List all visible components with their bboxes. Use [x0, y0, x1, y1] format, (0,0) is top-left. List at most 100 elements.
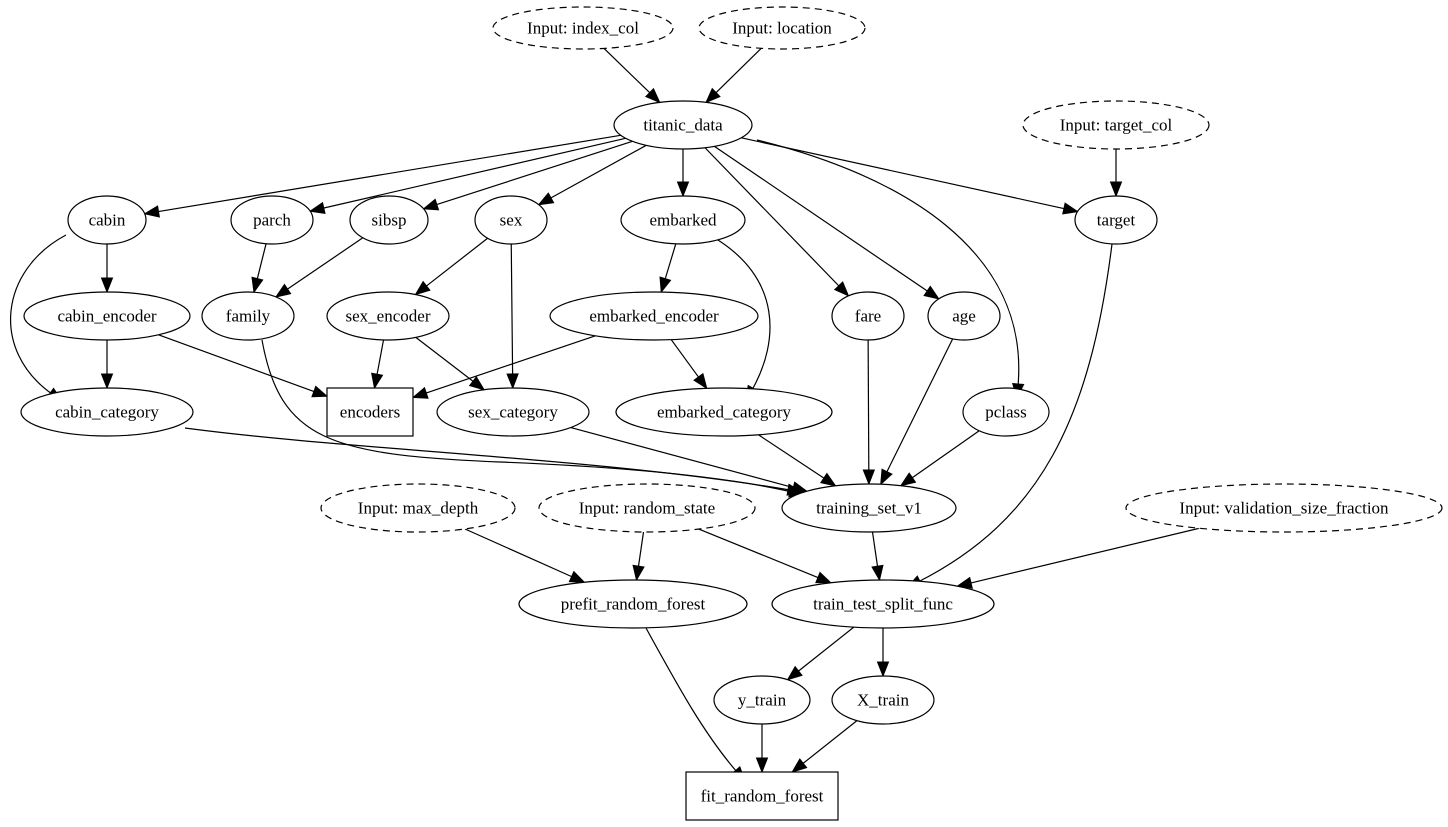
- node-label: pclass: [985, 403, 1027, 422]
- edge-line: [867, 339, 870, 472]
- edge-titanic_data-to-embarked: [676, 149, 690, 198]
- edge-embarked_category-to-training_set_v1: [758, 434, 837, 487]
- edge-line: [570, 427, 795, 489]
- node-ellipse: [518, 579, 748, 629]
- arrowhead-icon: [876, 661, 890, 678]
- edge-line: [464, 528, 573, 578]
- node-y-train[interactable]: y_train: [713, 675, 811, 725]
- node-input-random-state[interactable]: Input: random_state: [538, 483, 756, 533]
- node-label: Input: index_col: [527, 19, 639, 38]
- edge-line: [698, 528, 820, 579]
- arrowhead-icon: [1109, 181, 1123, 198]
- edge-line: [717, 239, 771, 391]
- node-pclass[interactable]: pclass: [962, 387, 1050, 437]
- node-ellipse: [230, 195, 314, 245]
- node-target[interactable]: target: [1074, 195, 1158, 245]
- edge-line: [758, 434, 826, 480]
- node-label: train_test_split_func: [813, 595, 953, 614]
- nodes-layer: Input: index_col Input: location titanic_d…: [20, 6, 1443, 821]
- node-input-location[interactable]: Input: location: [698, 6, 866, 50]
- node-label: y_train: [738, 691, 787, 710]
- edge-input_random_state-to-train_test_split_func: [698, 528, 833, 584]
- node-x-train[interactable]: X_train: [831, 675, 935, 725]
- node-label: Input: target_col: [1060, 116, 1173, 135]
- node-input-max-depth[interactable]: Input: max_depth: [320, 483, 516, 533]
- edge-line: [261, 339, 793, 493]
- node-cabin-category[interactable]: cabin_category: [20, 387, 194, 437]
- edge-fare-to-training_set_v1: [862, 339, 876, 486]
- edge-line: [670, 339, 700, 379]
- node-sex-category[interactable]: sex_category: [436, 387, 590, 437]
- edge-titanic_data-to-target: [741, 137, 1079, 215]
- node-parch[interactable]: parch: [230, 195, 314, 245]
- node-cabin[interactable]: cabin: [67, 195, 147, 245]
- node-label: target: [1097, 211, 1136, 230]
- node-embarked-category[interactable]: embarked_category: [615, 387, 833, 437]
- node-ellipse: [201, 291, 295, 341]
- edge-sex_encoder-to-encoders: [371, 339, 385, 390]
- edge-titanic_data-to-parch: [308, 137, 626, 214]
- edge-input_target_col-to-target: [1109, 149, 1123, 198]
- edge-line: [425, 237, 488, 288]
- node-ellipse: [20, 387, 194, 437]
- node-ellipse: [67, 195, 147, 245]
- node-ellipse: [1022, 100, 1210, 150]
- edge-sex_encoder-to-sex_category: [415, 336, 486, 391]
- edge-embarked_encoder-to-encoders: [411, 335, 596, 399]
- node-input-index-col[interactable]: Input: index_col: [492, 6, 674, 50]
- node-label: encoders: [340, 403, 400, 422]
- node-embarked[interactable]: embarked: [620, 195, 746, 245]
- edge-line: [425, 335, 596, 394]
- edge-line: [911, 430, 980, 479]
- edge-line: [603, 47, 651, 94]
- arrowhead-icon: [308, 201, 326, 214]
- node-label: X_train: [857, 691, 909, 710]
- node-ellipse: [771, 579, 995, 629]
- edge-line: [797, 626, 855, 673]
- edge-input_index_col-to-titanic_data: [603, 47, 661, 104]
- node-sex-encoder[interactable]: sex_encoder: [326, 291, 450, 341]
- edge-line: [645, 627, 738, 773]
- edge-input_validation_size_fraction-to-train_test_split_func: [956, 527, 1200, 589]
- edge-age-to-training_set_v1: [880, 338, 954, 486]
- node-embarked-encoder[interactable]: embarked_encoder: [549, 291, 759, 341]
- node-train-test-split-func[interactable]: train_test_split_func: [771, 579, 995, 629]
- edge-cabin_encoder-to-cabin_category: [100, 340, 114, 390]
- edge-titanic_data-to-fare: [704, 147, 850, 297]
- node-ellipse: [831, 291, 905, 341]
- node-ellipse: [615, 387, 833, 437]
- edge-sex-to-sex_encoder: [414, 237, 488, 296]
- node-input-target-col[interactable]: Input: target_col: [1022, 100, 1210, 150]
- node-encoders[interactable]: encoders: [326, 387, 414, 437]
- arrowhead-icon: [537, 192, 555, 206]
- arrowhead-icon: [632, 564, 645, 582]
- node-fare[interactable]: fare: [831, 291, 905, 341]
- edge-train_test_split_func-to-y_train: [786, 626, 855, 681]
- arrowhead-icon: [791, 758, 808, 773]
- node-label: sibsp: [372, 211, 407, 230]
- node-sibsp[interactable]: sibsp: [349, 195, 429, 245]
- node-ellipse: [781, 483, 957, 533]
- node-fit-random-forest[interactable]: fit_random_forest: [685, 771, 839, 821]
- node-family[interactable]: family: [201, 291, 295, 341]
- arrowhead-icon: [568, 570, 586, 583]
- node-cabin-encoder[interactable]: cabin_encoder: [23, 291, 191, 341]
- edge-line: [917, 243, 1113, 583]
- node-label: cabin: [89, 211, 126, 230]
- edge-line: [549, 144, 647, 199]
- node-label: sex_category: [468, 403, 558, 422]
- node-sex[interactable]: sex: [474, 195, 548, 245]
- node-age[interactable]: age: [927, 291, 1001, 341]
- node-training-set-v1[interactable]: training_set_v1: [781, 483, 957, 533]
- node-titanic-data[interactable]: titanic_data: [613, 100, 753, 150]
- edge-train_test_split_func-to-X_train: [876, 628, 890, 678]
- arrowhead-icon: [923, 285, 940, 300]
- node-label: fare: [855, 307, 881, 326]
- arrowhead-icon: [755, 757, 769, 774]
- edge-line: [10, 234, 67, 395]
- edge-pclass-to-training_set_v1: [899, 430, 980, 487]
- node-ellipse: [831, 675, 935, 725]
- node-prefit-random-forest[interactable]: prefit_random_forest: [518, 579, 748, 629]
- node-input-validation-size-fraction[interactable]: Input: validation_size_fraction: [1125, 483, 1443, 533]
- node-ellipse: [713, 675, 811, 725]
